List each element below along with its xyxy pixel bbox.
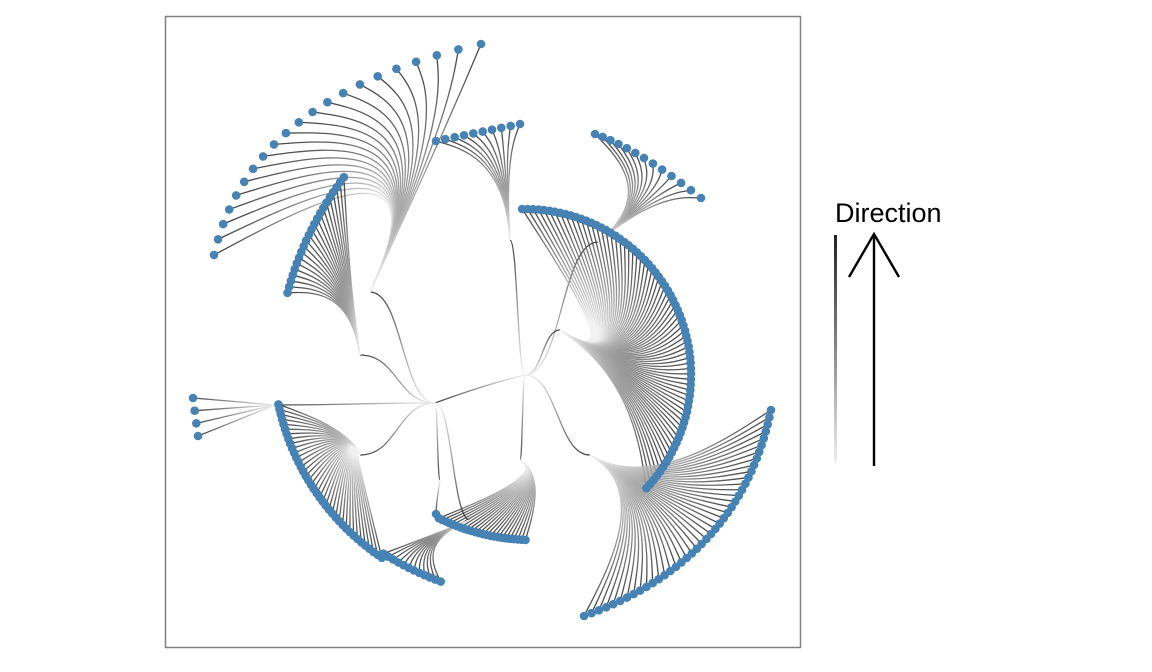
leaf-node — [631, 148, 640, 158]
leaf-node — [667, 171, 676, 181]
leaf-node — [648, 159, 658, 168]
leaf-node — [487, 125, 497, 134]
arrow-up-icon — [847, 231, 901, 466]
leaf-node — [213, 235, 223, 244]
plot-panel-border — [164, 15, 802, 649]
leaf-node — [676, 178, 686, 188]
tree-edge — [359, 354, 436, 404]
leaf-node — [590, 129, 600, 139]
leaf-node — [436, 577, 446, 586]
leaf-node — [248, 164, 258, 174]
tree-edge — [359, 402, 436, 456]
leaf-node — [323, 97, 332, 107]
leaf-node — [506, 121, 515, 131]
leaf-node — [192, 419, 201, 428]
leaf-node — [269, 140, 279, 149]
leaf-node — [218, 219, 228, 229]
leaf-node — [598, 132, 607, 142]
tree-edge — [524, 329, 561, 376]
leaf-node — [308, 107, 317, 117]
tree-edge — [589, 409, 772, 468]
leaf-node — [355, 80, 365, 89]
leaf-node — [450, 132, 460, 142]
tree-edge — [274, 402, 436, 406]
leaf-node — [766, 405, 776, 415]
leaf-node — [601, 603, 611, 612]
tree-edge — [434, 402, 441, 481]
leaf-node — [614, 139, 623, 149]
tree-edge — [343, 177, 361, 356]
leaf-node — [339, 172, 349, 182]
leaf-node — [469, 129, 478, 138]
leaf-node — [392, 64, 401, 74]
leaf-node — [594, 606, 604, 615]
leaf-node — [224, 205, 234, 214]
leaf-node — [622, 143, 632, 153]
leaf-node — [209, 250, 219, 260]
leaf-node — [441, 134, 450, 144]
leaf-node — [608, 599, 618, 609]
leaf-node — [454, 45, 463, 54]
leaf-node — [635, 586, 645, 595]
leaf-node — [294, 118, 304, 127]
legend-gradient-bar — [834, 235, 837, 463]
tree-edge — [507, 123, 521, 241]
leaf-node — [587, 608, 596, 618]
leaf-node — [497, 123, 506, 133]
leaf-node — [615, 596, 625, 606]
leaf-node — [759, 434, 769, 443]
leaf-node — [642, 483, 651, 493]
leaf-node — [459, 131, 469, 140]
leaf-node — [696, 193, 706, 203]
tree-edge — [369, 291, 436, 404]
leaf-node — [752, 454, 762, 463]
leaf-node — [763, 420, 772, 429]
leaf-node — [765, 413, 774, 422]
tree-leaf-nodes — [188, 39, 776, 621]
leaf-node — [193, 431, 203, 441]
tree-edge — [369, 43, 482, 293]
leaf-node — [281, 128, 291, 138]
leaf-node — [432, 51, 442, 60]
leaf-node — [761, 427, 771, 436]
tree-edge — [434, 374, 526, 404]
leaf-node — [686, 185, 696, 195]
leaf-node — [431, 136, 441, 146]
tree-edge — [519, 374, 526, 461]
leaf-node — [239, 177, 249, 187]
tree-edges — [192, 43, 772, 617]
leaf-node — [515, 119, 525, 129]
leaf-node — [639, 153, 649, 163]
leaf-node — [606, 135, 615, 145]
tree-edge — [197, 404, 276, 437]
leaf-node — [188, 393, 198, 403]
tree-edge — [524, 374, 591, 456]
leaf-node — [642, 582, 651, 592]
leaf-node — [431, 509, 441, 519]
legend: Direction — [834, 198, 942, 466]
leaf-node — [757, 440, 766, 450]
tree-edge — [509, 239, 526, 376]
leaf-node — [338, 88, 348, 98]
tree-edge — [597, 196, 702, 243]
tree-edge — [356, 449, 383, 558]
leaf-node — [657, 165, 667, 174]
leaf-node — [190, 406, 199, 416]
leaf-node — [476, 39, 486, 49]
leaf-node — [258, 152, 268, 161]
leaf-node — [749, 460, 759, 470]
leaf-node — [579, 611, 589, 621]
leaf-node — [411, 57, 421, 67]
leaf-node — [231, 191, 241, 200]
leaf-node — [478, 127, 488, 136]
leaf-node — [622, 593, 632, 602]
tree-edge — [438, 459, 527, 519]
leaf-node — [629, 589, 638, 599]
tree-edge — [434, 402, 471, 521]
legend-title: Direction — [835, 198, 942, 228]
leaf-node — [373, 72, 383, 81]
leaf-node — [754, 447, 764, 457]
